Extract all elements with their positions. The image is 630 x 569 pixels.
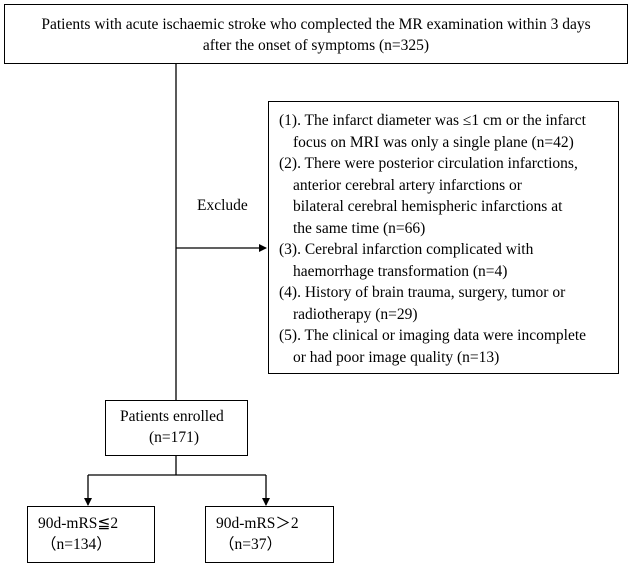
enrolled-count: (n=171): [149, 429, 200, 446]
exclusion-item-3: (3). Cerebral infarction complicated wit…: [279, 241, 534, 280]
exclude-label: Exclude: [197, 197, 248, 214]
outcome-poor-count: （n=37）: [219, 536, 282, 553]
initial-cohort-line2: after the onset of symptoms (n=325): [202, 37, 430, 54]
outcome-good-count: （n=134）: [41, 536, 112, 553]
exclusion-criteria-box: (1). The infarct diameter was ≤1 cm or t…: [268, 101, 619, 374]
outcome-good-box: 90d-mRS≦2 （n=134）: [27, 506, 155, 563]
outcome-good-label: 90d-mRS≦2: [38, 515, 119, 532]
initial-cohort-box: Patients with acute ischaemic stroke who…: [4, 4, 628, 64]
exclusion-item-5: (5). The clinical or imaging data were i…: [279, 327, 587, 366]
patients-enrolled-box: Patients enrolled (n=171): [105, 400, 248, 456]
exclusion-item-4: (4). History of brain trauma, surgery, t…: [279, 284, 566, 323]
outcome-poor-box: 90d-mRS＞2 （n=37）: [205, 506, 334, 563]
enrolled-title: Patients enrolled: [120, 408, 224, 425]
exclusion-item-2: (2). There were posterior circulation in…: [279, 155, 578, 237]
initial-cohort-line1: Patients with acute ischaemic stroke who…: [41, 16, 591, 33]
outcome-poor-label: 90d-mRS＞2: [216, 515, 299, 532]
exclusion-item-1: (1). The infarct diameter was ≤1 cm or t…: [279, 112, 586, 151]
